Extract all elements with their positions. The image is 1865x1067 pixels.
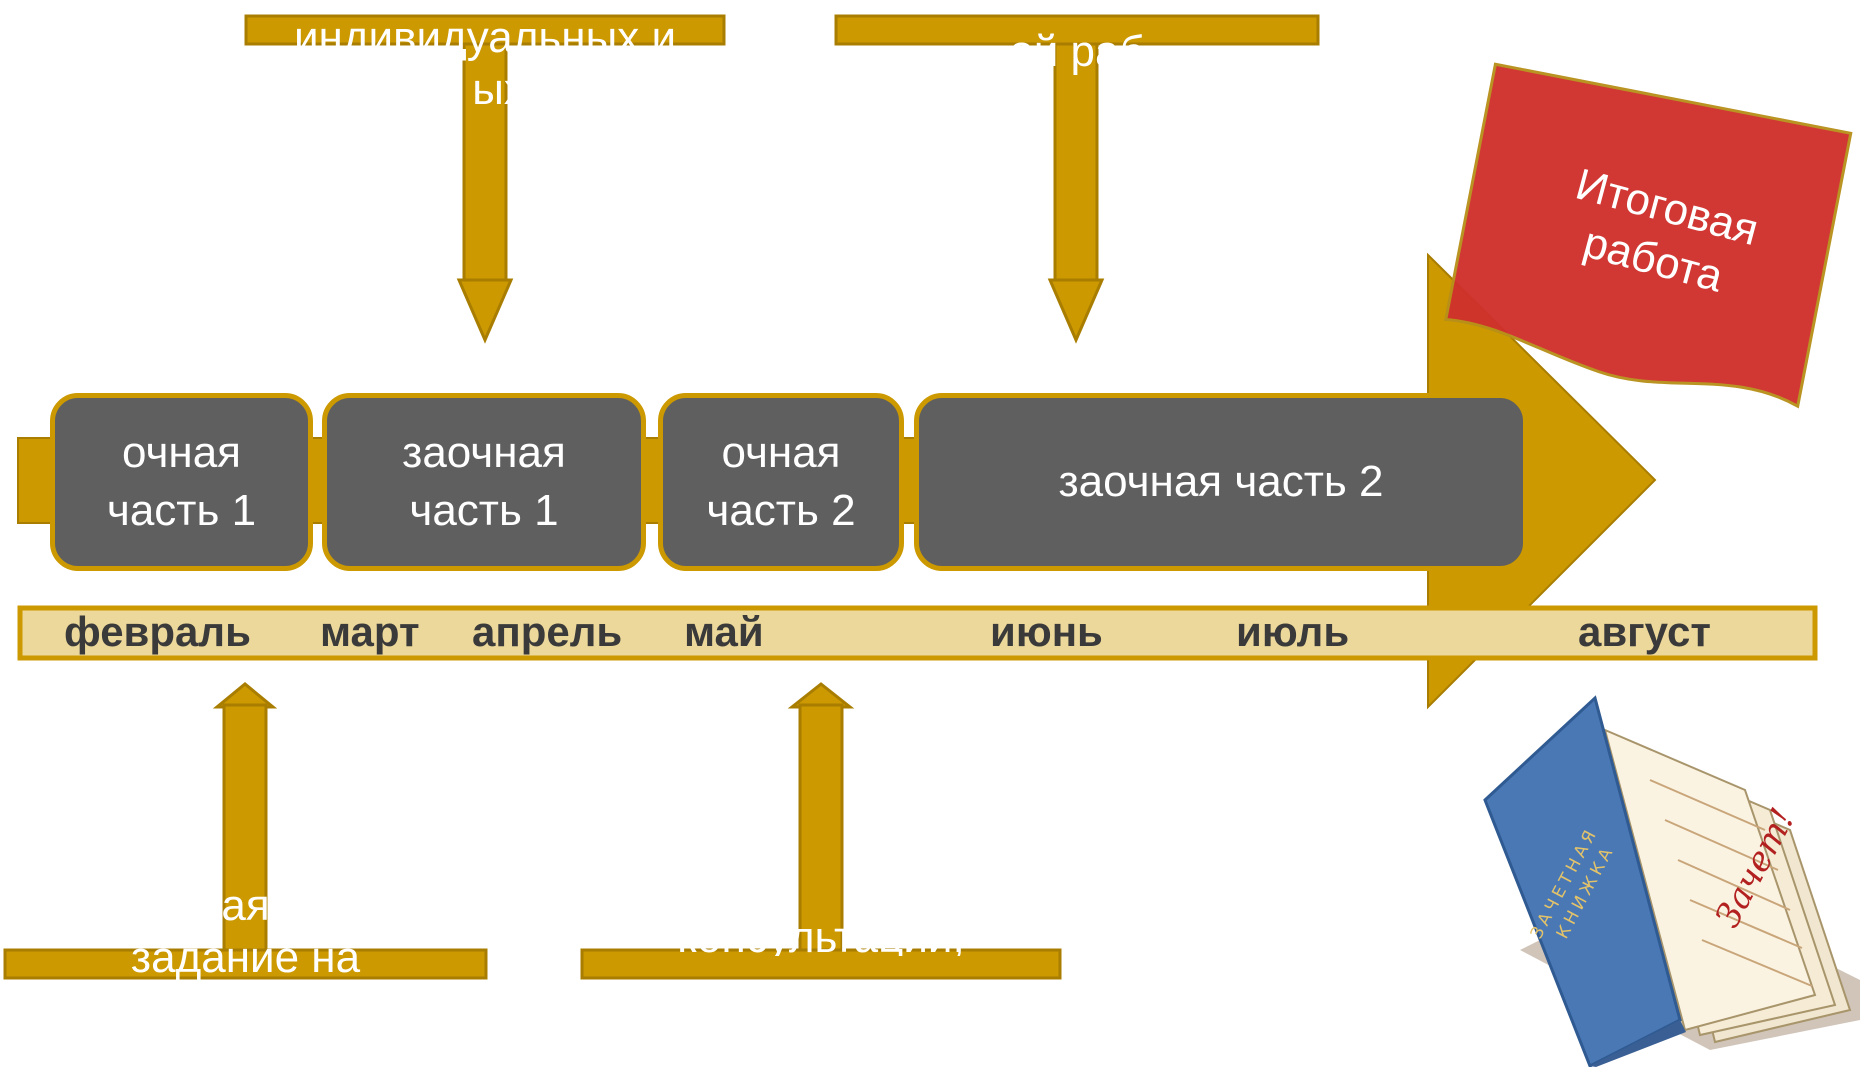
callout-top-left-arrowhead — [456, 278, 514, 344]
phase-label-line2: часть 1 — [106, 486, 257, 535]
callout-bottom-right-stem — [798, 703, 844, 957]
callout-top-right-arrowhead — [1047, 278, 1105, 344]
phase-label-line1: очная — [121, 428, 241, 477]
callout-text-line: задание на — [130, 933, 361, 982]
record-book-image: Зачет! ЗАЧЕТНАЯ КНИЖКА — [1483, 695, 1860, 1067]
phase-label-line2: часть 2 — [706, 486, 856, 535]
phase-label-line1: заочная — [402, 428, 566, 477]
phase-zaochnaya-1: заочная часть 1 — [322, 393, 646, 571]
month-july: июль — [1236, 608, 1350, 655]
month-june: июнь — [990, 608, 1103, 655]
phase-label-line1: заочная часть 2 — [1058, 457, 1384, 506]
callout-top-left-stem — [462, 42, 508, 286]
callout-text-line: индивидуальных и — [293, 13, 677, 62]
callout-text-line: ой раб — [1009, 27, 1145, 76]
month-april: апрель — [472, 608, 623, 655]
callout-bottom-left-bar — [3, 948, 488, 980]
callout-bottom-right-bar — [580, 948, 1062, 980]
final-work-flag — [1443, 62, 1853, 409]
month-march: март — [320, 608, 420, 655]
phase-label-line1: очная — [721, 428, 841, 477]
callout-top-right-bar — [834, 14, 1320, 46]
callout-text-line: ая — [221, 881, 270, 930]
phase-ochnaya-1: очная часть 1 — [50, 393, 313, 571]
callout-top-left-text: индивидуальных и ых — [246, 12, 724, 112]
timeline-band — [17, 605, 1818, 661]
month-may: май — [684, 608, 764, 655]
callout-text-line: Написание — [836, 0, 1318, 26]
callout-text-line: консультации, — [677, 913, 965, 956]
callout-bottom-left-stem — [222, 703, 268, 957]
phase-ochnaya-2: очная часть 2 — [658, 393, 904, 571]
month-august: август — [1578, 608, 1711, 655]
phase-label-line2: часть 1 — [409, 486, 559, 535]
callout-text-line: ых — [472, 65, 526, 112]
month-february: февраль — [64, 608, 251, 655]
callout-bottom-left-text: ая задание на — [5, 880, 486, 990]
callout-bottom-right-text: консультации, — [582, 912, 1060, 956]
callout-top-right-text: Написание ой раб — [836, 0, 1318, 84]
phase-zaochnaya-2: заочная часть 2 — [914, 393, 1528, 571]
callout-top-right-stem — [1053, 42, 1099, 286]
callout-top-left-bar — [244, 14, 726, 46]
